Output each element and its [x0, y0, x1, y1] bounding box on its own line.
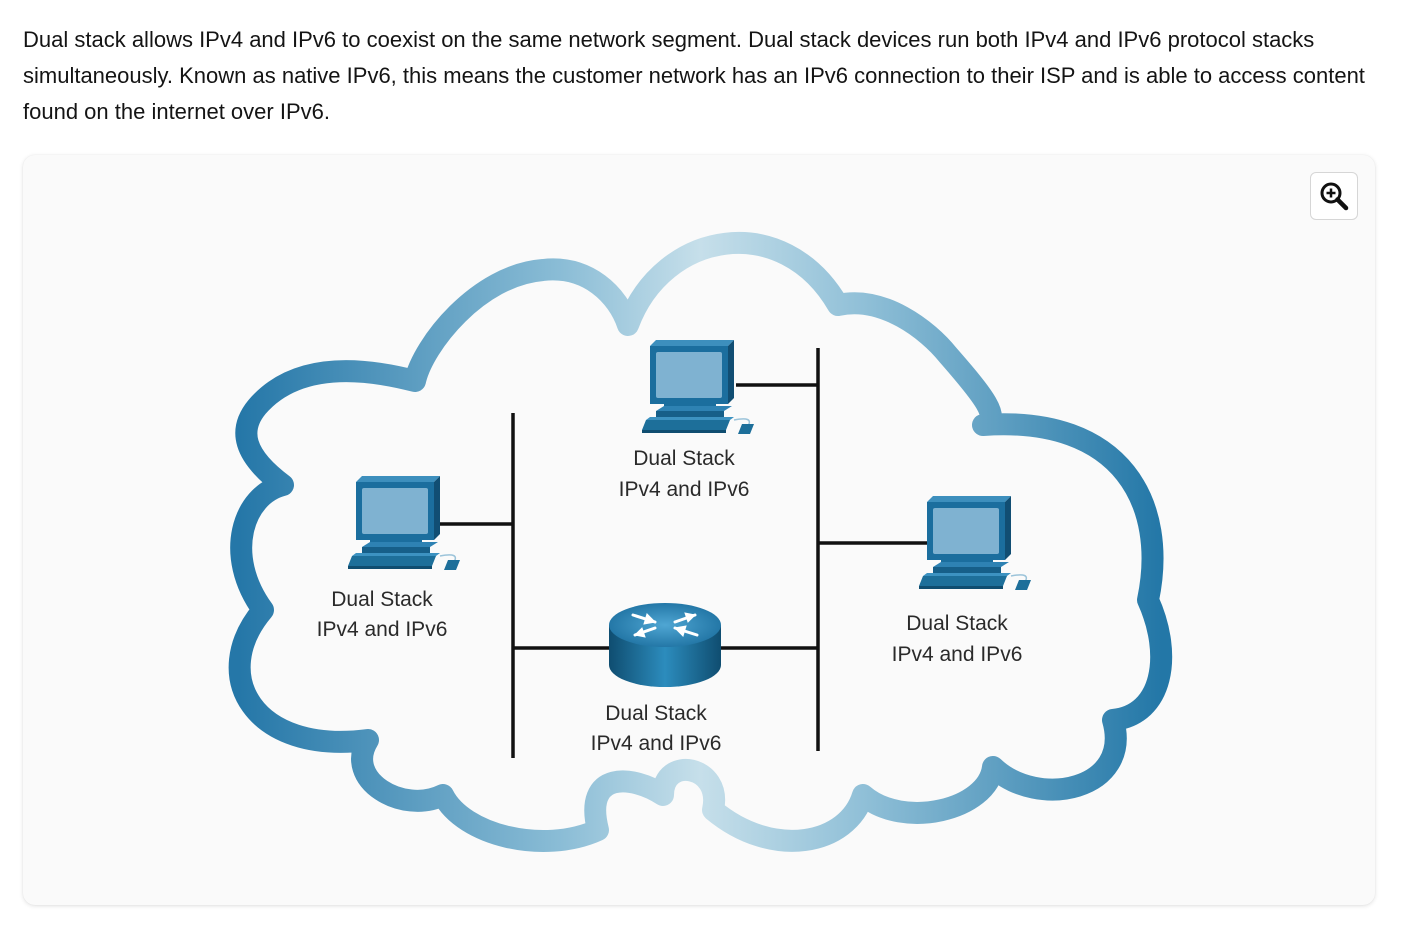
router: Dual Stack IPv4 and IPv6 — [591, 603, 722, 755]
router-label-line2: IPv4 and IPv6 — [591, 732, 722, 755]
left-pc-label-line1: Dual Stack — [331, 588, 433, 611]
right-pc-label-line2: IPv4 and IPv6 — [892, 643, 1023, 666]
top-pc-label-line2: IPv4 and IPv6 — [619, 478, 750, 501]
right-pc: Dual Stack IPv4 and IPv6 — [892, 495, 1032, 666]
zoom-button[interactable] — [1310, 172, 1358, 220]
top-pc-label-line1: Dual Stack — [633, 447, 735, 470]
intro-paragraph: Dual stack allows IPv4 and IPv6 to coexi… — [23, 27, 1365, 124]
right-pc-label-line1: Dual Stack — [906, 612, 1008, 635]
dual-stack-diagram: Dual Stack IPv4 and IPv6 Dual Stack IPv4… — [228, 232, 1173, 852]
left-pc-label-line2: IPv4 and IPv6 — [317, 618, 448, 641]
zoom-in-icon — [1320, 182, 1349, 211]
router-label-line1: Dual Stack — [605, 702, 707, 725]
network-cloud — [228, 232, 1173, 852]
top-pc: Dual Stack IPv4 and IPv6 — [619, 339, 755, 501]
segment-lines — [436, 348, 933, 758]
figure-card: Dual Stack IPv4 and IPv6 Dual Stack IPv4… — [23, 155, 1375, 905]
router-icon — [609, 603, 721, 687]
left-pc: Dual Stack IPv4 and IPv6 — [317, 475, 461, 641]
